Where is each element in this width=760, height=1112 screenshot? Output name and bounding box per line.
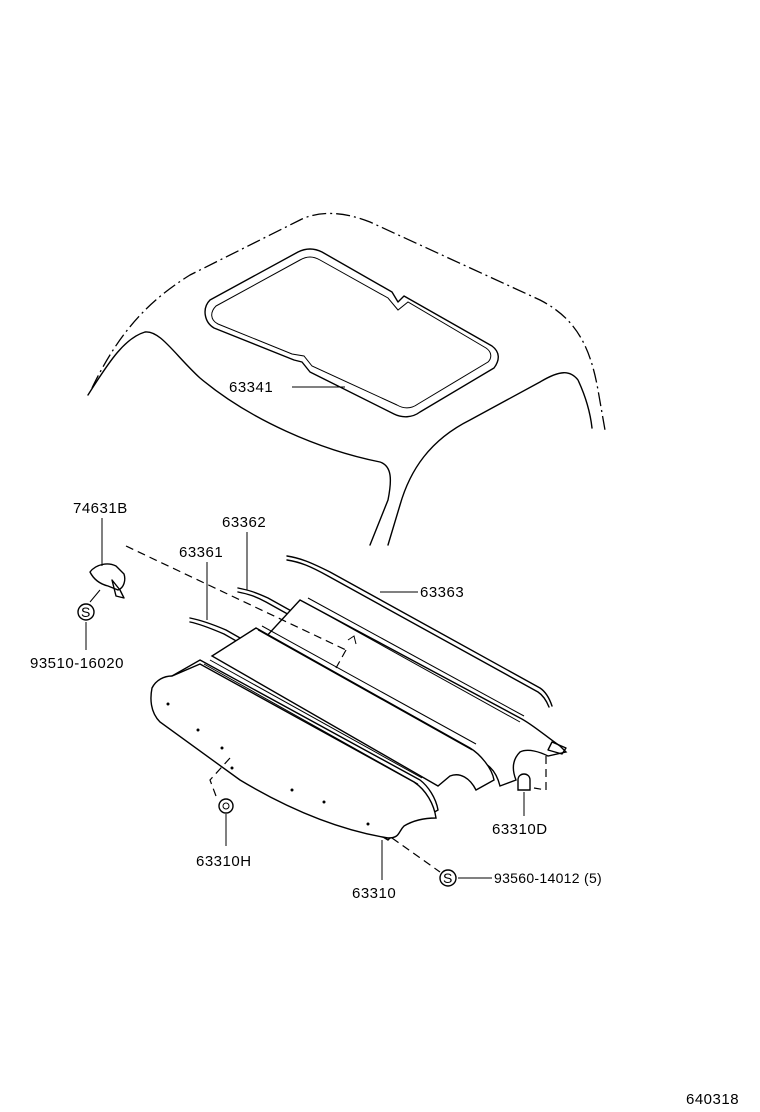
label-63363: 63363 <box>420 584 464 601</box>
label-63310D: 63310D <box>492 821 548 838</box>
roof-outline <box>87 212 606 546</box>
screw-s-icon: S <box>77 603 95 621</box>
clip-icon <box>218 798 234 814</box>
label-93560-14012: 93560-14012 (5) <box>494 870 602 886</box>
label-63362: 63362 <box>222 514 266 531</box>
screw-s-icon-2: S <box>439 869 457 887</box>
label-63310H: 63310H <box>196 853 252 870</box>
strip-63363 <box>286 555 553 708</box>
screw-symbol-1: S <box>81 604 91 620</box>
leader-screw-93510 <box>89 589 101 603</box>
label-74631B: 74631B <box>73 500 128 517</box>
label-63310: 63310 <box>352 885 396 902</box>
screw-symbol-2: S <box>443 870 453 886</box>
dashed-leader-63310H <box>209 757 231 797</box>
clip-icon-2 <box>517 773 531 791</box>
label-63361: 63361 <box>179 544 223 561</box>
bracket-icon <box>89 518 126 599</box>
label-93510-16020: 93510-16020 <box>30 655 124 672</box>
dashed-leader-clip-end <box>335 649 347 669</box>
dashed-leader-93560 <box>391 837 441 873</box>
label-63341: 63341 <box>229 379 273 396</box>
shade-panel <box>150 597 568 841</box>
dashed-leader-63310D <box>533 756 547 791</box>
sunroof-panel <box>204 248 499 418</box>
reference-code: 640318 <box>686 1091 739 1108</box>
dashed-leader-clip <box>125 545 347 651</box>
